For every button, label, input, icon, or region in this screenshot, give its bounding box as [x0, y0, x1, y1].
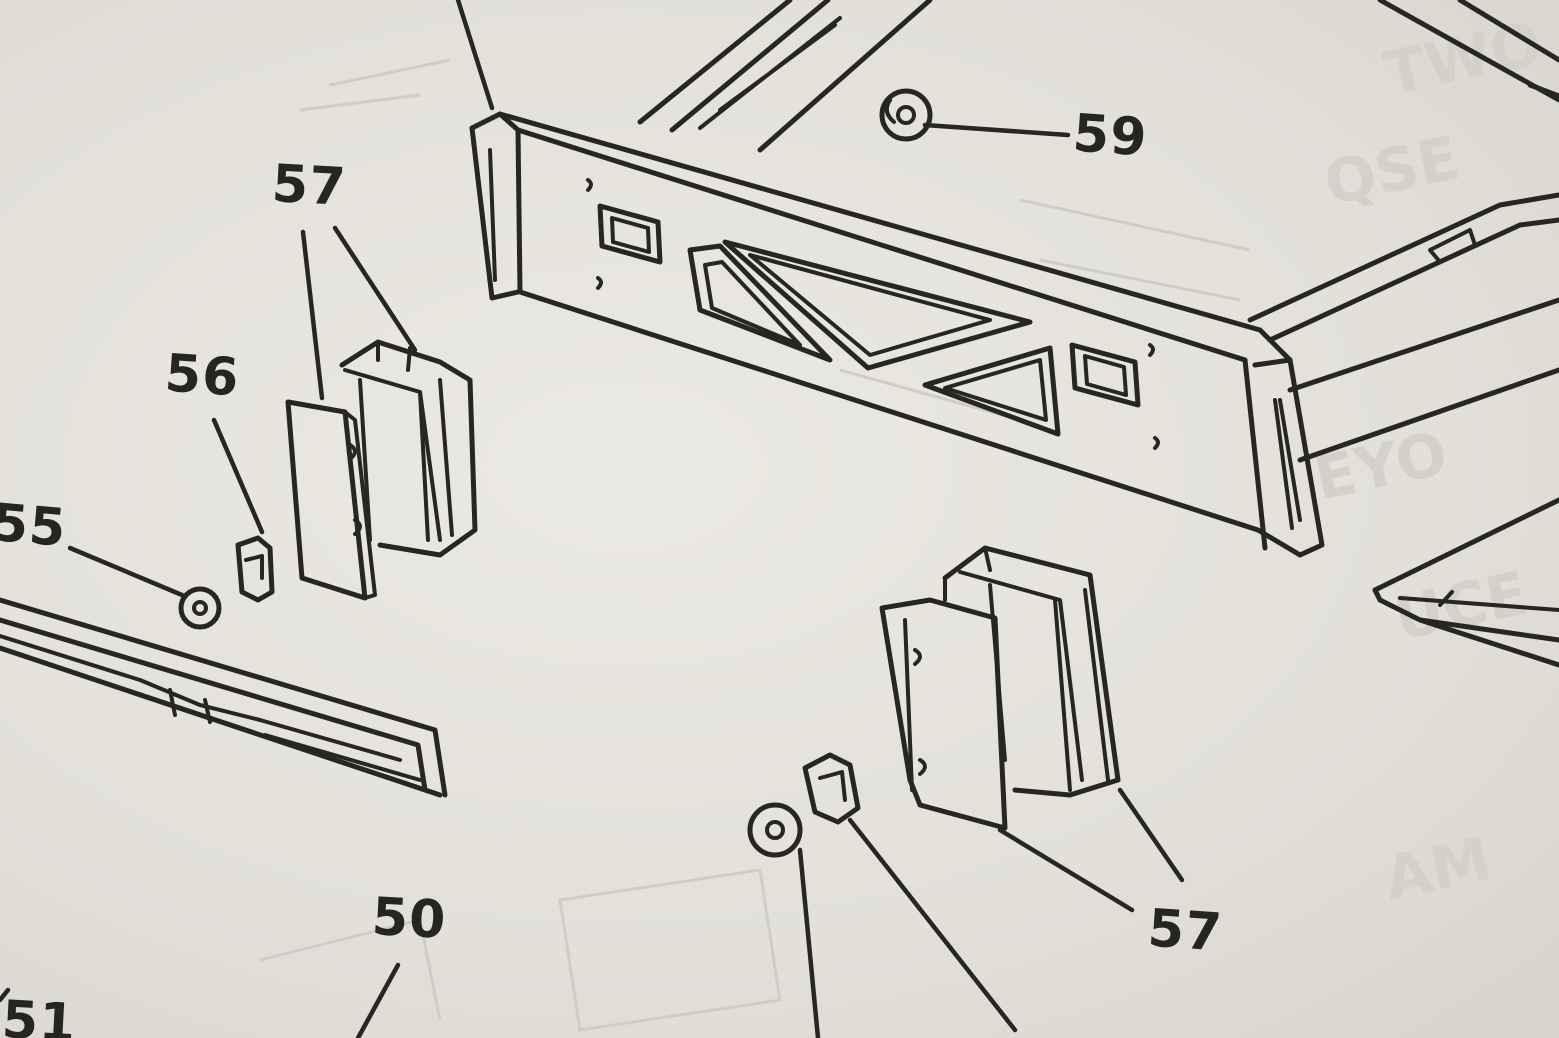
callout-59: 59 — [1070, 103, 1150, 169]
callout-57-lower: 57 — [1145, 898, 1225, 964]
callout-50: 50 — [370, 887, 448, 951]
callout-51: 51 — [0, 990, 78, 1038]
bracket-assembly-lower — [747, 545, 1121, 858]
frame-crossmember — [469, 0, 1559, 558]
lower-left-rail — [0, 597, 448, 798]
callout-56: 56 — [162, 343, 242, 409]
svg-text:TWO: TWO — [1379, 8, 1548, 109]
bleed-through-background: TWO QSE EYO UCE AM — [259, 8, 1548, 1032]
bracket-assembly-upper-left — [178, 339, 478, 630]
leader-lines — [0, 0, 1185, 1038]
svg-text:QSE: QSE — [1319, 123, 1466, 220]
callout-55: 55 — [0, 492, 69, 560]
lower-right-rail — [1372, 497, 1559, 668]
svg-text:AM: AM — [1379, 824, 1497, 915]
callout-57-upper: 57 — [270, 154, 348, 218]
